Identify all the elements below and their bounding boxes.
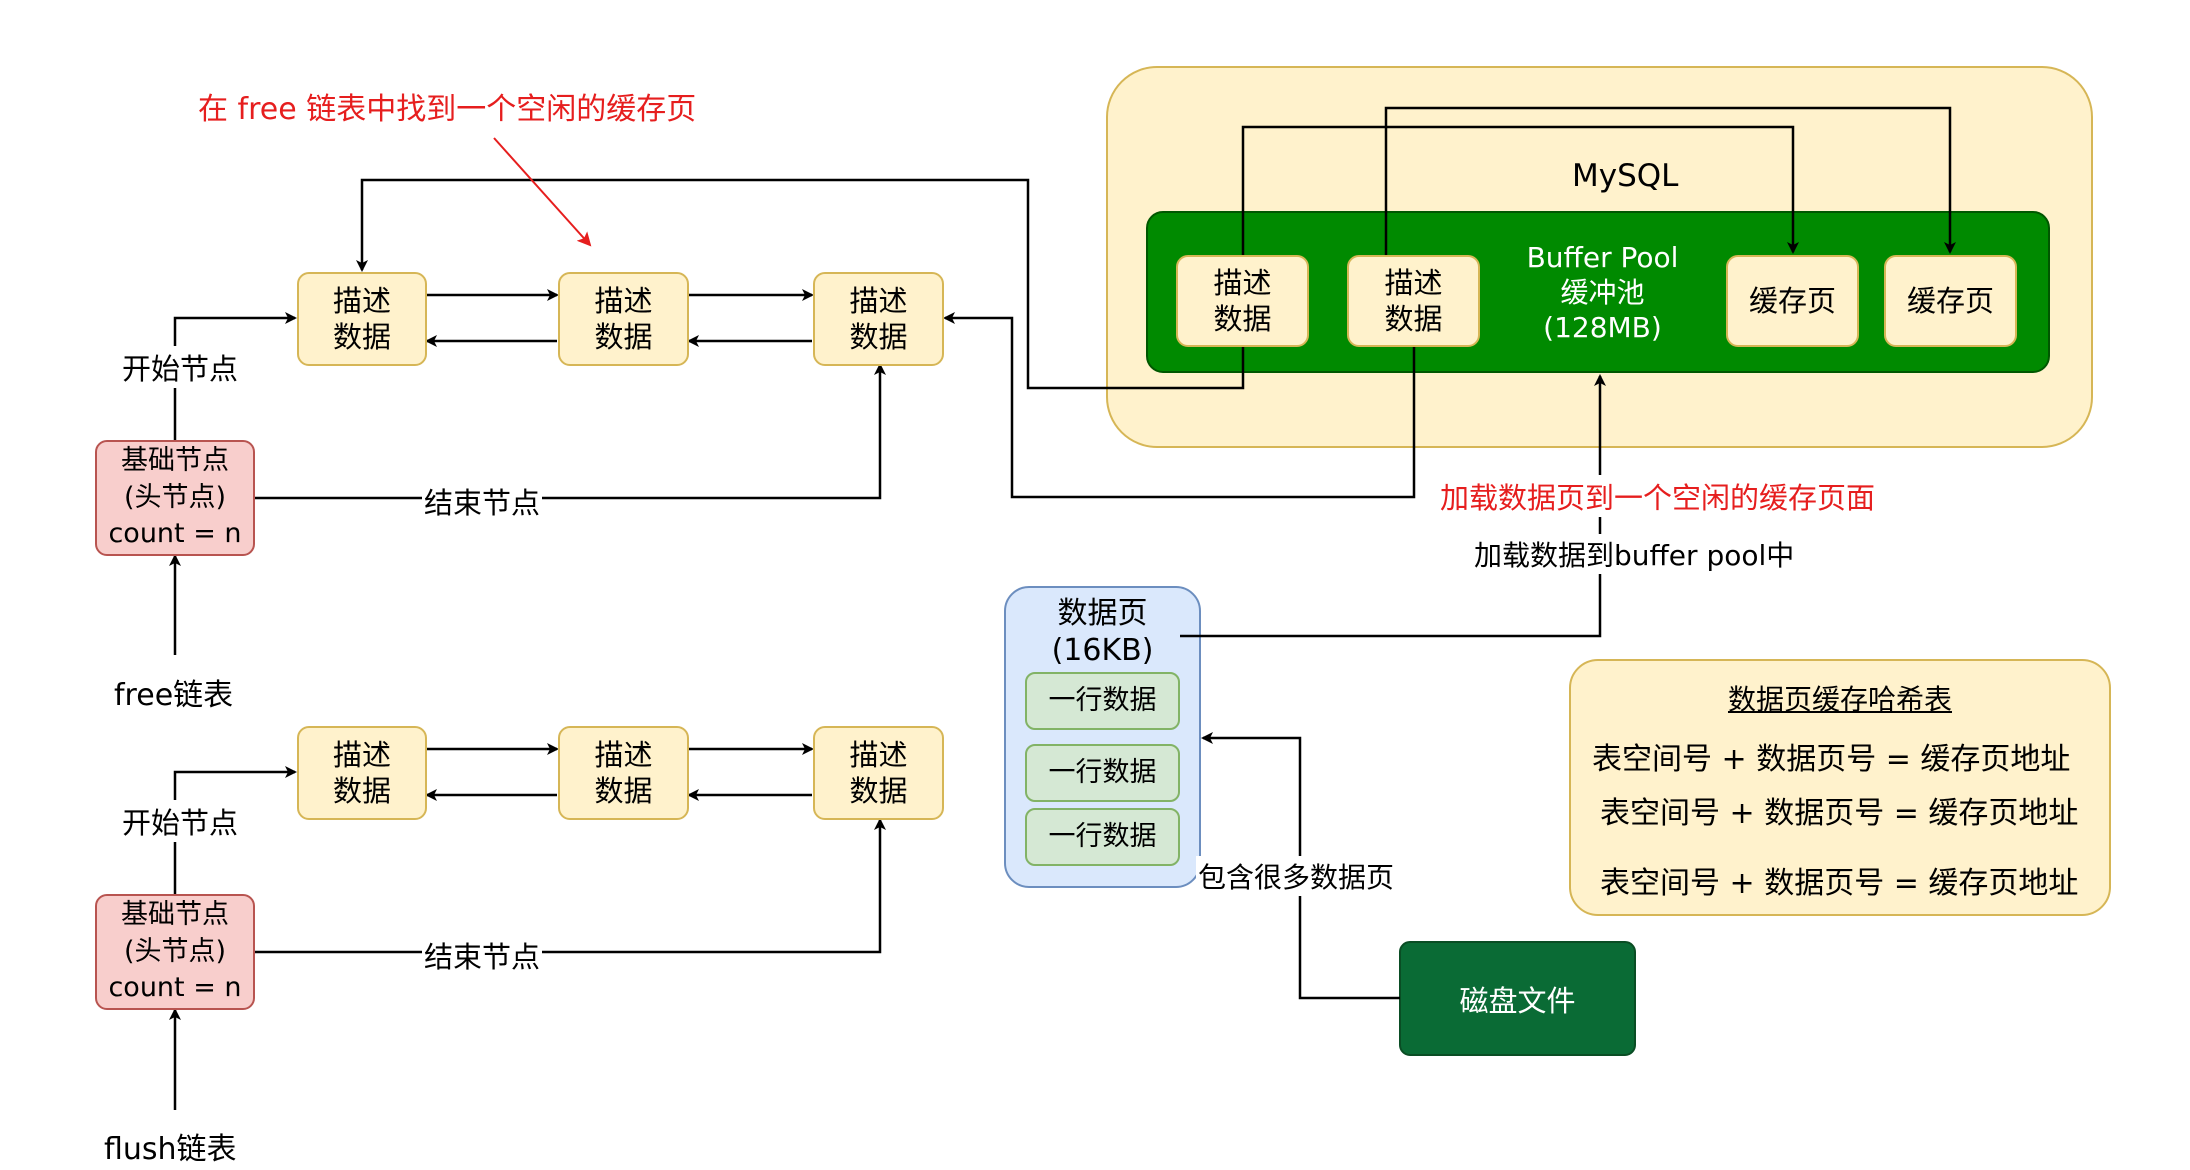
disk-file-label: 磁盘文件 bbox=[1459, 984, 1576, 1018]
flush-head-line1: 基础节点 bbox=[121, 899, 229, 931]
pool-desc-block-2[interactable]: 描述 数据 bbox=[1347, 255, 1480, 347]
flush-start-label: 开始节点 bbox=[120, 800, 241, 842]
free-head-line3: count = n bbox=[108, 518, 242, 550]
hash-table-title: 数据页缓存哈希表 bbox=[1727, 683, 1952, 716]
data-page-title-line2: (16KB) bbox=[1051, 633, 1154, 668]
flush-node-2[interactable]: 描述 数据 bbox=[558, 726, 689, 820]
pool-desc-block-1[interactable]: 描述 数据 bbox=[1176, 255, 1309, 347]
flush-end-arrow bbox=[255, 818, 886, 954]
desc1-to-cache1 bbox=[1241, 125, 1799, 255]
mysql-title: MySQL bbox=[1572, 158, 1679, 194]
find-free-annotation: 在 free 链表中找到一个空闲的缓存页 bbox=[198, 92, 697, 127]
data-page-title-line1: 数据页 bbox=[1057, 595, 1148, 631]
find-free-pointer-arrow bbox=[493, 137, 592, 247]
buffer-pool-label: Buffer Pool 缓冲池 (128MB) bbox=[1500, 232, 1705, 352]
hash-entry-1: 表空间号 + 数据页号 = 缓存页地址 bbox=[1592, 742, 2071, 777]
data-page-title: 数据页 (16KB) bbox=[1005, 592, 1200, 672]
free-start-arrow bbox=[173, 312, 297, 440]
free-start-label: 开始节点 bbox=[120, 346, 241, 388]
data-row-3[interactable]: 一行数据 bbox=[1025, 808, 1180, 866]
contains-pages-label: 包含很多数据页 bbox=[1196, 856, 1397, 896]
flush-head-node[interactable]: 基础节点 (头节点) count = n bbox=[95, 894, 255, 1010]
free-head-line1: 基础节点 bbox=[121, 445, 229, 477]
free-head-line2: (头节点) bbox=[123, 481, 227, 513]
flush-head-line2: (头节点) bbox=[123, 935, 227, 967]
hash-entry-2: 表空间号 + 数据页号 = 缓存页地址 bbox=[1600, 796, 2079, 831]
buffer-pool-line2: 缓冲池 bbox=[1560, 275, 1645, 309]
free-node-1[interactable]: 描述 数据 bbox=[297, 272, 427, 366]
data-row-2[interactable]: 一行数据 bbox=[1025, 744, 1180, 802]
hash-table-box bbox=[1569, 659, 2111, 916]
desc2-to-free-node3 bbox=[943, 312, 1416, 499]
page-to-pool-arrow bbox=[1180, 374, 1606, 638]
desc2-to-cache2 bbox=[1384, 106, 1956, 255]
buffer-pool-line1: Buffer Pool bbox=[1526, 240, 1679, 274]
flush-end-label: 结束节点 bbox=[422, 934, 543, 976]
flush-node-3[interactable]: 描述 数据 bbox=[813, 726, 944, 820]
free-list-label: free链表 bbox=[114, 678, 234, 713]
free-end-label: 结束节点 bbox=[422, 480, 543, 522]
free-head-node[interactable]: 基础节点 (头节点) count = n bbox=[95, 440, 255, 556]
hash-entry-3: 表空间号 + 数据页号 = 缓存页地址 bbox=[1600, 866, 2079, 901]
buffer-pool-line3: (128MB) bbox=[1543, 310, 1662, 344]
load-page-annotation: 加载数据页到一个空闲的缓存页面 bbox=[1438, 475, 1878, 517]
load-to-pool-label: 加载数据到buffer pool中 bbox=[1472, 534, 1797, 574]
cache-page-2[interactable]: 缓存页 bbox=[1884, 255, 2017, 347]
flush-start-arrow bbox=[173, 766, 297, 895]
flush-list-label: flush链表 bbox=[104, 1132, 237, 1167]
flush-node-1[interactable]: 描述 数据 bbox=[297, 726, 427, 820]
cache-page-1[interactable]: 缓存页 bbox=[1726, 255, 1859, 347]
free-top-loop bbox=[356, 178, 1245, 390]
flush-head-line3: count = n bbox=[108, 972, 242, 1004]
free-end-arrow bbox=[255, 363, 886, 500]
data-row-1[interactable]: 一行数据 bbox=[1025, 672, 1180, 730]
free-node-2[interactable]: 描述 数据 bbox=[558, 272, 689, 366]
free-node-3[interactable]: 描述 数据 bbox=[813, 272, 944, 366]
